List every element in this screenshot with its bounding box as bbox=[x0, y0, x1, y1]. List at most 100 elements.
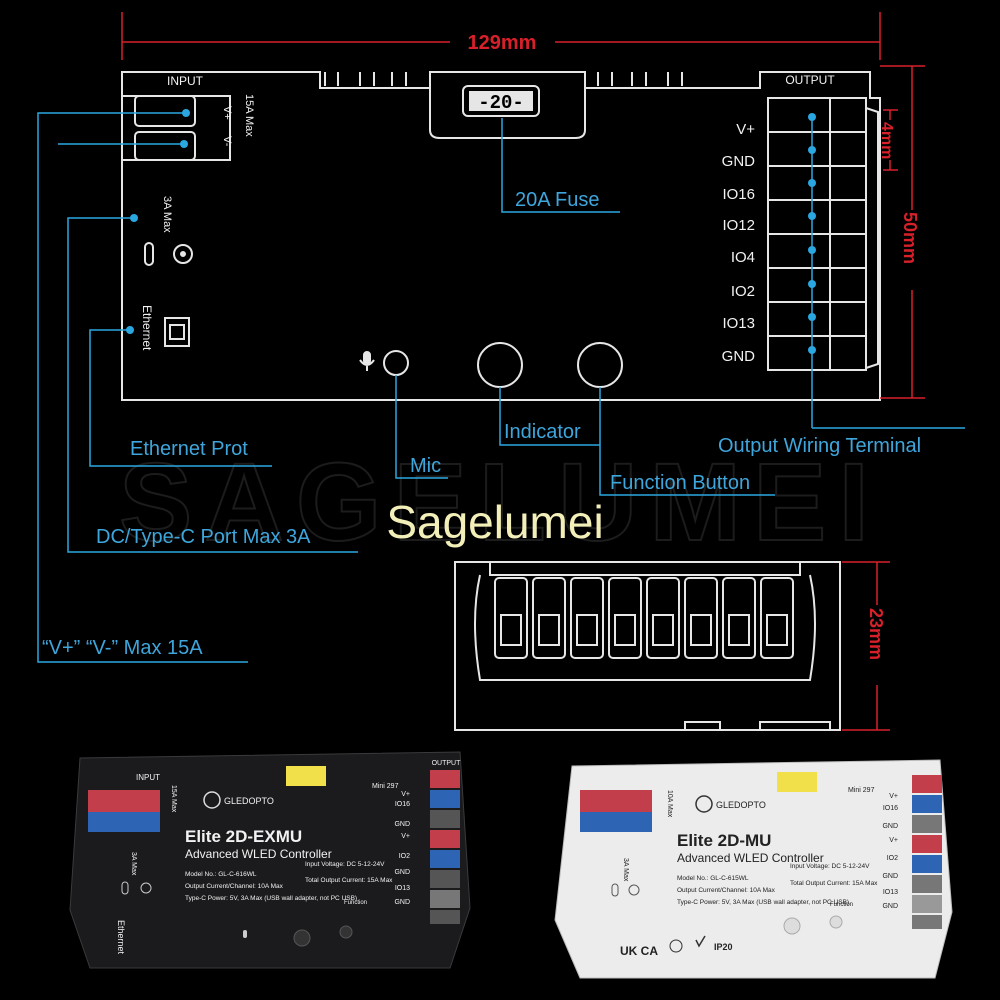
pin-label: IO12 bbox=[722, 217, 755, 234]
pin-label: IO4 bbox=[731, 249, 755, 266]
input-vplus: V+ bbox=[221, 106, 233, 120]
recycle-icon bbox=[669, 939, 683, 953]
indicator-icon bbox=[293, 929, 311, 947]
callout-dc-port: DC/Type-C Port Max 3A bbox=[96, 526, 311, 548]
black-subtitle: Advanced WLED Controller bbox=[185, 847, 332, 861]
callout-dots bbox=[126, 109, 190, 334]
usb-c-icon bbox=[611, 883, 619, 897]
pin-label: GND bbox=[722, 153, 756, 170]
fuse-icon bbox=[286, 766, 326, 786]
callout-output-terminal: Output Wiring Terminal bbox=[718, 435, 921, 457]
pin-label: V+ bbox=[736, 121, 755, 138]
white-function-label: Function bbox=[830, 902, 853, 908]
black-input-voltage: Input Voltage: DC 5-12-24V bbox=[305, 861, 385, 868]
black-rating: 15A Max bbox=[170, 785, 177, 813]
callout-mic: Mic bbox=[410, 455, 441, 477]
usb-rating: 3A Max bbox=[161, 196, 173, 233]
black-function-label: Function bbox=[344, 900, 367, 906]
pitch-value: 4mm bbox=[878, 122, 895, 159]
usb-c-icon bbox=[121, 881, 129, 895]
pin-label: GND bbox=[722, 348, 756, 365]
check-icon bbox=[695, 935, 706, 948]
black-pin: V+ bbox=[401, 833, 410, 840]
white-pin: GND bbox=[882, 903, 898, 910]
height-value: 50mm bbox=[900, 212, 920, 264]
output-terminals bbox=[912, 775, 942, 929]
gledopto-logo-icon bbox=[695, 795, 713, 813]
black-pin: IO16 bbox=[395, 801, 410, 808]
fuse-display-text: -20- bbox=[478, 92, 524, 114]
black-ethernet: Ethernet bbox=[116, 920, 126, 955]
black-output-current: Output Current/Channel: 10A Max bbox=[185, 883, 284, 890]
black-usb-rating: 3A Max bbox=[130, 852, 137, 876]
watermark: SAGELUMEI bbox=[119, 441, 881, 564]
output-terminals bbox=[430, 770, 460, 924]
black-pin: V+ bbox=[401, 791, 410, 798]
front-view-outline bbox=[454, 561, 841, 731]
white-pin: GND bbox=[882, 873, 898, 880]
brand-text: Sagelumei bbox=[386, 496, 603, 548]
black-pin: GND bbox=[394, 869, 410, 876]
black-pin: IO2 bbox=[399, 853, 410, 860]
product-white: GLEDOPTO Elite 2D-MU Advanced WLED Contr… bbox=[554, 759, 953, 979]
black-pin: GND bbox=[394, 821, 410, 828]
pin-dot bbox=[808, 146, 816, 154]
white-typec: Type-C Power: 5V, 3A Max (USB wall adapt… bbox=[677, 899, 849, 906]
black-total-current: Total Output Current: 15A Max bbox=[305, 877, 393, 884]
white-pin: GND bbox=[882, 823, 898, 830]
black-pin: GND bbox=[394, 899, 410, 906]
white-pin: IO13 bbox=[883, 889, 898, 896]
callout-ethernet-port: Ethernet Prot bbox=[130, 438, 248, 460]
pin-dot bbox=[808, 313, 816, 321]
white-pin: IO2 bbox=[887, 855, 898, 862]
output-pin-dots bbox=[808, 113, 965, 429]
input-label: INPUT bbox=[167, 74, 204, 88]
pin-dot bbox=[808, 113, 816, 121]
fuse-display: -20- bbox=[462, 85, 540, 117]
callout-fuse: 20A Fuse bbox=[515, 189, 600, 211]
mic-icon bbox=[243, 930, 247, 938]
white-ip-rating: IP20 bbox=[714, 942, 733, 952]
callout-indicator: Indicator bbox=[504, 421, 581, 443]
mic-icon bbox=[359, 351, 375, 371]
gledopto-logo-icon bbox=[203, 791, 221, 809]
white-total-current: Total Output Current: 15A Max bbox=[790, 880, 878, 887]
black-output-label: OUTPUT bbox=[432, 760, 462, 767]
depth-dimension bbox=[842, 561, 890, 731]
indicator-icon bbox=[783, 917, 801, 935]
black-model: Model No.: GL-C-616WL bbox=[185, 871, 257, 878]
pin-dot bbox=[808, 212, 816, 220]
white-usb-rating: 3A Max bbox=[622, 858, 629, 882]
output-label: OUTPUT bbox=[785, 73, 835, 87]
fuse-icon bbox=[777, 772, 817, 792]
white-pin: V+ bbox=[889, 793, 898, 800]
white-input-voltage: Input Voltage: DC 5-12-24V bbox=[790, 863, 870, 870]
ethernet-label: Ethernet bbox=[140, 305, 154, 351]
height-dimension bbox=[880, 65, 925, 399]
callout-function-button: Function Button bbox=[610, 472, 750, 494]
white-rating: 10A Max bbox=[666, 790, 673, 818]
white-title: Elite 2D-MU bbox=[677, 831, 771, 850]
white-model: Model No.: GL-C-615WL bbox=[677, 875, 749, 882]
black-brand: GLEDOPTO bbox=[224, 796, 274, 806]
callout-power-input: “V+” “V-” Max 15A bbox=[42, 637, 203, 659]
black-pin: IO13 bbox=[395, 885, 410, 892]
callout-leaders bbox=[37, 112, 775, 663]
black-title: Elite 2D-EXMU bbox=[185, 827, 302, 846]
pin-dot bbox=[808, 179, 816, 187]
width-dimension: 129mm bbox=[121, 12, 881, 60]
white-subtitle: Advanced WLED Controller bbox=[677, 851, 824, 865]
white-fuse-label: Mini 297 bbox=[848, 787, 875, 794]
white-output-current: Output Current/Channel: 10A Max bbox=[677, 887, 776, 894]
dc-jack-icon bbox=[628, 884, 640, 896]
white-pin: V+ bbox=[889, 837, 898, 844]
dc-jack-icon bbox=[140, 882, 152, 894]
input-vminus: V- bbox=[221, 136, 233, 147]
width-value: 129mm bbox=[468, 32, 537, 54]
top-view-outline bbox=[121, 71, 881, 401]
pin-label: IO2 bbox=[731, 283, 755, 300]
pin-dot bbox=[808, 346, 816, 354]
pin-label: IO13 bbox=[722, 315, 755, 332]
